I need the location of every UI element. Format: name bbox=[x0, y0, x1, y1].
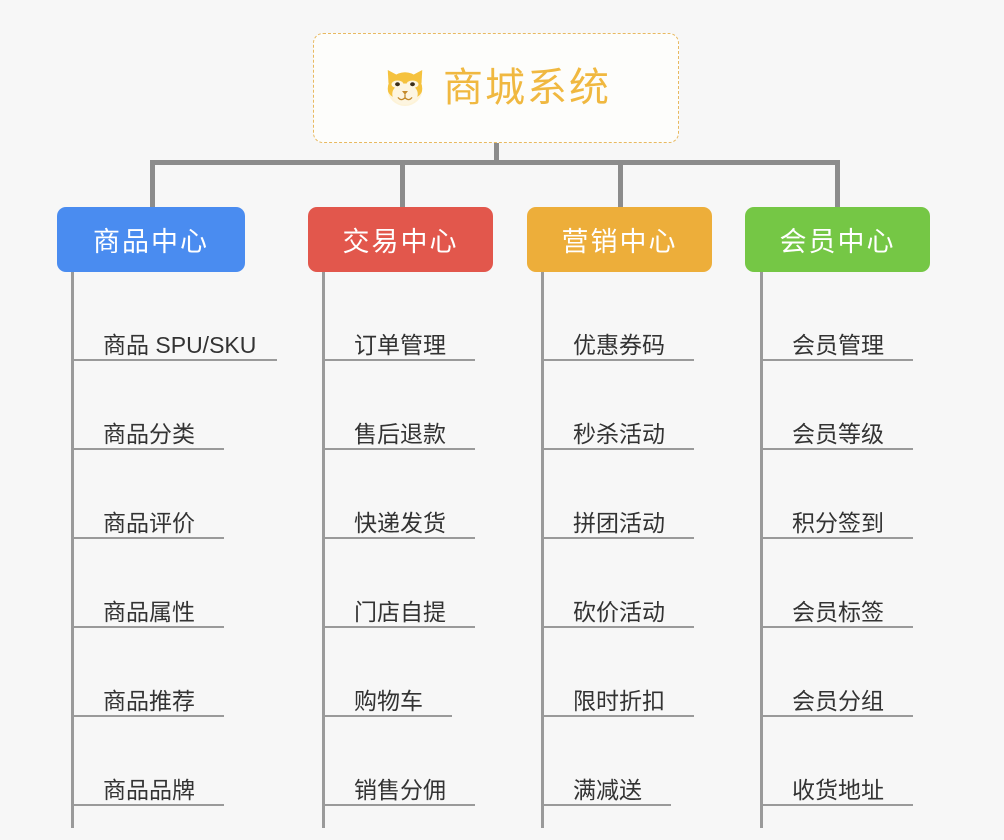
leaf-item[interactable]: 商品评价 bbox=[71, 450, 256, 539]
category-box-4[interactable]: 会员中心 bbox=[745, 207, 930, 272]
leaf-item[interactable]: 会员标签 bbox=[760, 539, 913, 628]
leaf-underline bbox=[71, 448, 224, 450]
leaf-underline bbox=[322, 448, 475, 450]
leaf-label: 商品属性 bbox=[103, 599, 195, 626]
leaf-underline bbox=[760, 537, 913, 539]
leaf-column-4: 会员管理 会员等级 积分签到 会员标签 会员分组 收货地址 bbox=[760, 272, 913, 828]
leaf-label: 商品分类 bbox=[103, 421, 195, 448]
category-box-2[interactable]: 交易中心 bbox=[308, 207, 493, 272]
leaf-label: 限时折扣 bbox=[573, 688, 665, 715]
leaf-underline bbox=[760, 448, 913, 450]
leaf-label: 会员等级 bbox=[792, 421, 884, 448]
leaf-item[interactable]: 商品分类 bbox=[71, 361, 256, 450]
leaf-item[interactable]: 商品属性 bbox=[71, 539, 256, 628]
leaf-underline bbox=[541, 359, 694, 361]
leaf-column-3: 优惠券码 秒杀活动 拼团活动 砍价活动 限时折扣 满减送 bbox=[541, 272, 694, 828]
leaf-item[interactable]: 拼团活动 bbox=[541, 450, 694, 539]
leaf-item[interactable]: 优惠券码 bbox=[541, 272, 694, 361]
leaf-rail bbox=[760, 272, 763, 828]
connector-trunk bbox=[494, 143, 499, 165]
leaf-label: 购物车 bbox=[354, 688, 423, 715]
leaf-underline bbox=[541, 537, 694, 539]
category-label: 营销中心 bbox=[561, 227, 678, 257]
category-label: 会员中心 bbox=[779, 227, 896, 257]
leaf-label: 会员管理 bbox=[792, 332, 884, 359]
category-label: 商品中心 bbox=[93, 227, 209, 257]
leaf-item[interactable]: 销售分佣 bbox=[322, 717, 475, 806]
leaf-underline bbox=[322, 359, 475, 361]
leaf-label: 优惠券码 bbox=[573, 332, 665, 359]
connector-drop-2 bbox=[400, 160, 405, 208]
leaf-underline bbox=[760, 715, 913, 717]
leaf-column-2: 订单管理 售后退款 快递发货 门店自提 购物车 销售分佣 bbox=[322, 272, 475, 828]
leaf-item[interactable]: 门店自提 bbox=[322, 539, 475, 628]
leaf-label: 商品 SPU/SKU bbox=[103, 332, 257, 359]
leaf-item[interactable]: 秒杀活动 bbox=[541, 361, 694, 450]
leaf-underline bbox=[541, 804, 671, 806]
leaf-item[interactable]: 会员等级 bbox=[760, 361, 913, 450]
leaf-item[interactable]: 会员分组 bbox=[760, 628, 913, 717]
connector-drop-1 bbox=[150, 160, 155, 208]
leaf-item[interactable]: 商品品牌 bbox=[71, 717, 256, 806]
connector-drop-4 bbox=[835, 160, 840, 208]
leaf-underline bbox=[322, 715, 452, 717]
category-box-3[interactable]: 营销中心 bbox=[527, 207, 712, 272]
leaf-label: 快递发货 bbox=[354, 510, 446, 537]
leaf-label: 积分签到 bbox=[792, 510, 884, 537]
leaf-label: 商品评价 bbox=[103, 510, 195, 537]
leaf-label: 砍价活动 bbox=[573, 599, 665, 626]
leaf-label: 售后退款 bbox=[354, 421, 446, 448]
leaf-item[interactable]: 砍价活动 bbox=[541, 539, 694, 628]
leaf-item[interactable]: 满减送 bbox=[541, 717, 671, 806]
leaf-underline bbox=[71, 626, 224, 628]
connector-bus bbox=[150, 160, 840, 165]
leaf-underline bbox=[541, 715, 694, 717]
leaf-label: 满减送 bbox=[573, 777, 642, 804]
leaf-label: 商品推荐 bbox=[103, 688, 195, 715]
leaf-underline bbox=[322, 626, 475, 628]
leaf-underline bbox=[71, 359, 277, 361]
leaf-label: 会员标签 bbox=[792, 599, 884, 626]
leaf-underline bbox=[541, 626, 694, 628]
root-node[interactable]: 商城系统 bbox=[313, 33, 679, 143]
category-label: 交易中心 bbox=[342, 227, 459, 257]
leaf-underline bbox=[760, 359, 913, 361]
leaf-label: 门店自提 bbox=[354, 599, 446, 626]
leaf-label: 订单管理 bbox=[354, 332, 446, 359]
leaf-item[interactable]: 售后退款 bbox=[322, 361, 475, 450]
leaf-underline bbox=[71, 715, 224, 717]
leaf-underline bbox=[760, 804, 913, 806]
leaf-underline bbox=[71, 537, 224, 539]
leaf-label: 会员分组 bbox=[792, 688, 884, 715]
leaf-label: 收货地址 bbox=[792, 777, 884, 804]
leaf-item[interactable]: 商品推荐 bbox=[71, 628, 256, 717]
leaf-label: 商品品牌 bbox=[103, 777, 195, 804]
leaf-item[interactable]: 收货地址 bbox=[760, 717, 913, 806]
leaf-item[interactable]: 积分签到 bbox=[760, 450, 913, 539]
leaf-underline bbox=[71, 804, 224, 806]
leaf-column-1: 商品 SPU/SKU 商品分类 商品评价 商品属性 商品推荐 商品品牌 bbox=[71, 272, 277, 828]
root-title: 商城系统 bbox=[443, 66, 611, 110]
leaf-item[interactable]: 订单管理 bbox=[322, 272, 475, 361]
leaf-item[interactable]: 会员管理 bbox=[760, 272, 913, 361]
leaf-underline bbox=[322, 537, 475, 539]
leaf-item[interactable]: 限时折扣 bbox=[541, 628, 694, 717]
leaf-underline bbox=[322, 804, 475, 806]
leaf-rail bbox=[322, 272, 325, 828]
category-box-1[interactable]: 商品中心 bbox=[57, 207, 245, 272]
leaf-label: 秒杀活动 bbox=[573, 421, 665, 448]
leaf-item[interactable]: 快递发货 bbox=[322, 450, 475, 539]
leaf-item[interactable]: 商品 SPU/SKU bbox=[71, 272, 277, 361]
leaf-underline bbox=[541, 448, 694, 450]
connector-drop-3 bbox=[618, 160, 623, 208]
leaf-rail bbox=[71, 272, 74, 828]
dog-face-icon bbox=[381, 64, 429, 112]
leaf-item[interactable]: 购物车 bbox=[322, 628, 452, 717]
leaf-label: 销售分佣 bbox=[354, 777, 446, 804]
leaf-rail bbox=[541, 272, 544, 828]
leaf-label: 拼团活动 bbox=[573, 510, 665, 537]
leaf-underline bbox=[760, 626, 913, 628]
